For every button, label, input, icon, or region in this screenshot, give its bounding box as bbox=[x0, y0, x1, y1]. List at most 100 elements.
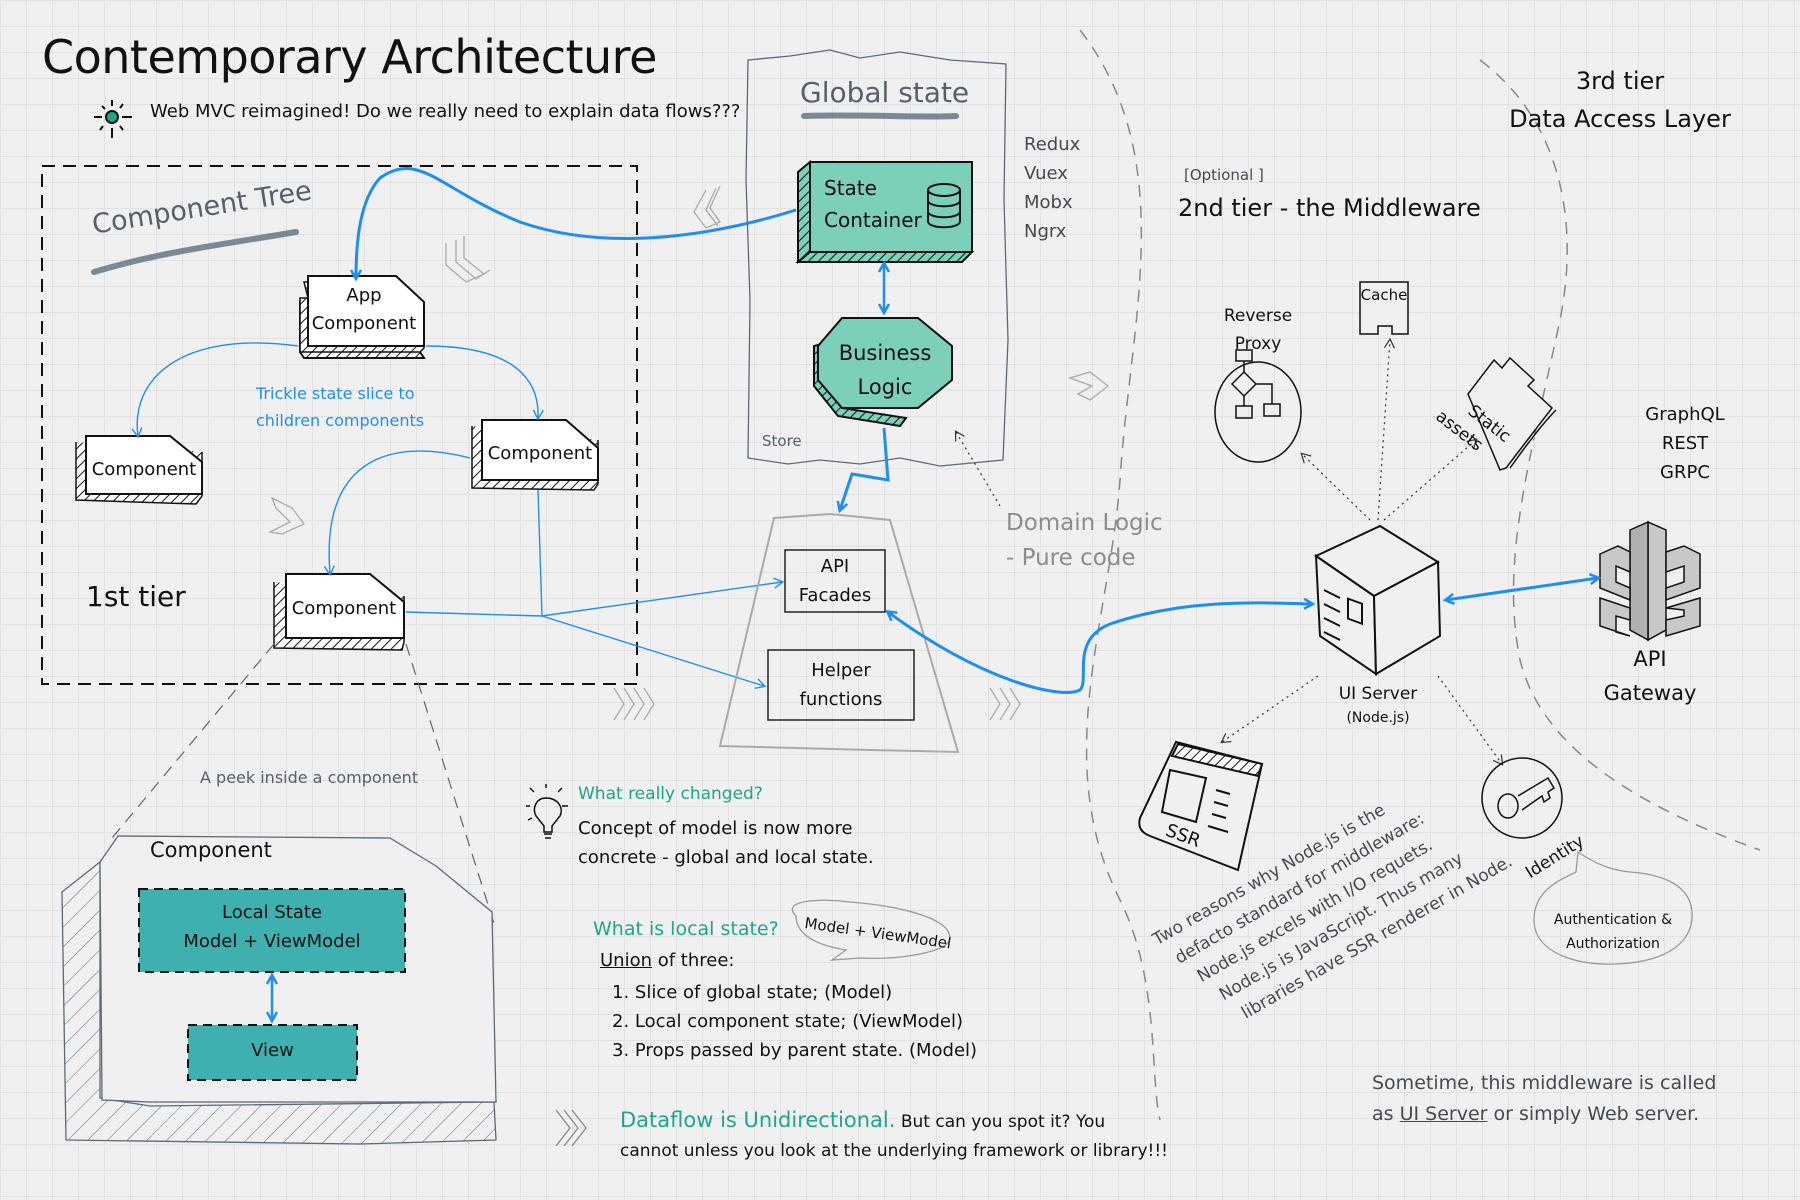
business-logic-line-2: Logic bbox=[857, 375, 913, 399]
domain-logic-line-1: Domain Logic bbox=[1006, 510, 1163, 536]
component-box-left bbox=[75, 435, 203, 505]
library-mobx: Mobx bbox=[1024, 192, 1073, 213]
domain-logic-line-2: - Pure code bbox=[1006, 545, 1136, 571]
optional-tag: [Optional ] bbox=[1184, 166, 1264, 184]
dataflow-line-1: Dataflow is Unidirectional. But can you … bbox=[620, 1106, 1168, 1137]
arrow-server-to-ssr bbox=[1220, 675, 1319, 744]
peek-component-title: Component bbox=[150, 838, 272, 862]
dataflow-note: Dataflow is Unidirectional. But can you … bbox=[620, 1106, 1168, 1166]
reverse-proxy-line-2: Proxy bbox=[1234, 334, 1282, 354]
global-state-underline bbox=[801, 112, 959, 120]
dataflow-highlight: Dataflow is Unidirectional. bbox=[620, 1108, 896, 1132]
store-label: Store bbox=[762, 432, 802, 450]
tier1-label: 1st tier bbox=[86, 580, 186, 613]
sun-icon bbox=[94, 100, 132, 138]
chevron-decor-1 bbox=[445, 236, 491, 283]
component-tree-boundary bbox=[41, 165, 638, 685]
api-facades-box bbox=[784, 549, 886, 613]
local-state-question: What is local state? bbox=[593, 918, 779, 940]
ssr-icon bbox=[1138, 740, 1264, 872]
arrow-server-to-facades bbox=[888, 603, 1312, 694]
domain-logic-note: Domain Logic - Pure code bbox=[1006, 506, 1163, 576]
line-right-down bbox=[537, 489, 543, 617]
footnote-prefix: as bbox=[1372, 1103, 1400, 1125]
chevron-decor-6 bbox=[989, 687, 1021, 721]
cache-icon bbox=[1359, 281, 1409, 335]
component-tree-underline bbox=[91, 229, 299, 275]
global-state-title: Global state bbox=[800, 76, 970, 109]
footnote-line-2: as UI Server or simply Web server. bbox=[1372, 1099, 1716, 1130]
api-gateway-line-1: API bbox=[1633, 647, 1667, 671]
protocol-grpc: GRPC bbox=[1660, 462, 1710, 483]
business-logic-label: Business Logic bbox=[820, 336, 950, 404]
protocol-rest: REST bbox=[1661, 433, 1709, 454]
cache-label: Cache bbox=[1360, 286, 1408, 304]
api-gateway-label: API Gateway bbox=[1590, 642, 1710, 710]
ui-server-sublabel: (Node.js) bbox=[1346, 710, 1410, 726]
arrow-logic-to-facades bbox=[840, 427, 890, 510]
trickle-note-line-2: children components bbox=[256, 411, 425, 430]
middleware-footnote: Sometime, this middleware is called as U… bbox=[1372, 1068, 1716, 1130]
server-icon bbox=[1313, 524, 1442, 676]
local-state-box bbox=[138, 888, 406, 973]
arrow-app-to-right bbox=[425, 345, 544, 421]
domain-trapezoid bbox=[718, 512, 960, 754]
model-viewmodel-bubble bbox=[791, 899, 951, 961]
ui-server-label: UI Server bbox=[1338, 684, 1418, 704]
state-container-label: State Container bbox=[824, 172, 922, 236]
what-changed-body: Concept of model is now more concrete - … bbox=[578, 814, 874, 872]
reverse-proxy-label: Reverse Proxy bbox=[1210, 302, 1306, 358]
app-component-line-1: App bbox=[346, 285, 382, 306]
tier-divider-right bbox=[1479, 59, 1761, 851]
arrow-to-api-facades bbox=[541, 577, 785, 617]
business-logic-block bbox=[813, 317, 953, 428]
union-word: Union bbox=[600, 950, 653, 971]
identity-key-icon bbox=[1481, 757, 1563, 839]
chevron-decor-5 bbox=[613, 687, 655, 721]
view-box bbox=[187, 1024, 358, 1081]
state-libraries-list: Redux Vuex Mobx Ngrx bbox=[1024, 130, 1080, 246]
arrow-server-gateway bbox=[1446, 578, 1598, 600]
state-container-line-2: Container bbox=[824, 208, 922, 232]
trickle-note: Trickle state slice to children componen… bbox=[256, 380, 424, 434]
arrow-to-helpers bbox=[541, 615, 767, 690]
auth-bubble-text: Authentication & Authorization bbox=[1542, 908, 1684, 956]
union-line: Union of three: bbox=[600, 950, 735, 971]
dataflow-chevron-icon bbox=[555, 1109, 587, 1147]
app-component-label: App Component bbox=[308, 282, 420, 338]
protocol-list: GraphQL REST GRPC bbox=[1630, 400, 1740, 487]
dataflow-line-2: cannot unless you look at the underlying… bbox=[620, 1141, 1168, 1161]
api-facades-label: API Facades bbox=[785, 552, 885, 610]
app-component-line-2: Component bbox=[311, 313, 417, 334]
auth-line-1: Authentication & bbox=[1553, 912, 1673, 928]
peek-line-right bbox=[405, 643, 497, 931]
api-facades-line-1: API bbox=[820, 556, 850, 577]
tier-divider-left bbox=[1079, 29, 1161, 1121]
ui-server-link[interactable]: UI Server bbox=[1399, 1103, 1488, 1125]
union-rest: of three: bbox=[652, 950, 735, 971]
component-label-left: Component bbox=[91, 459, 197, 480]
local-state-line-1: Local State bbox=[221, 902, 323, 923]
reverse-proxy-line-1: Reverse bbox=[1223, 306, 1293, 326]
local-state-item: 2. Local component state; (ViewModel) bbox=[612, 1011, 964, 1032]
local-state-item: 3. Props passed by parent state. (Model) bbox=[612, 1040, 978, 1061]
arrow-state-to-app bbox=[356, 167, 797, 278]
domain-logic-pointer bbox=[954, 430, 1001, 507]
chevron-decor-2 bbox=[693, 185, 721, 229]
view-label: View bbox=[251, 1040, 294, 1061]
state-container-line-1: State bbox=[824, 176, 877, 200]
page-title: Contemporary Architecture bbox=[42, 30, 657, 84]
arrow-server-to-proxy bbox=[1300, 452, 1371, 521]
arrow-server-to-identity bbox=[1437, 675, 1504, 766]
arrow-app-to-left bbox=[131, 342, 299, 439]
dataflow-rest-1: But can you spot it? You bbox=[895, 1112, 1106, 1132]
protocol-graphql: GraphQL bbox=[1645, 404, 1725, 425]
trickle-note-line-1: Trickle state slice to bbox=[256, 384, 415, 403]
local-state-label: Local State Model + ViewModel bbox=[139, 898, 405, 956]
what-changed-line-1: Concept of model is now more bbox=[578, 818, 853, 839]
tier3-title-line-1: 3rd tier bbox=[1575, 67, 1665, 95]
page-subtitle: Web MVC reimagined! Do we really need to… bbox=[150, 101, 741, 122]
library-redux: Redux bbox=[1024, 134, 1081, 155]
auth-line-2: Authorization bbox=[1566, 936, 1660, 952]
